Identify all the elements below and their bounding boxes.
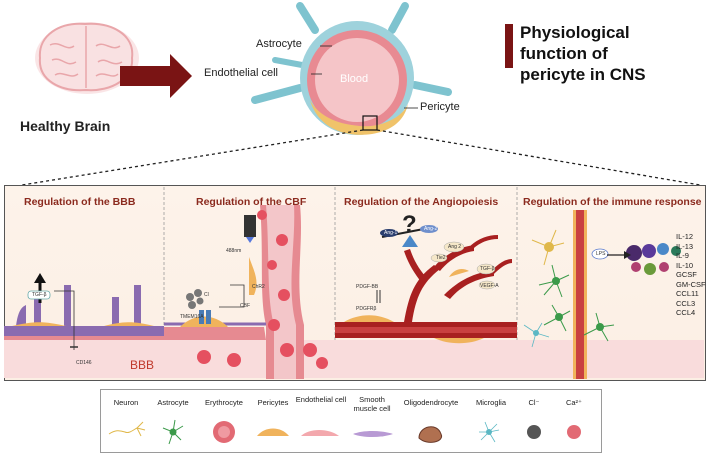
chr2-label: ChR2 <box>252 284 265 290</box>
bbb-label: BBB <box>130 358 155 372</box>
legend-item-smooth-muscle: Smooth muscle cell <box>347 395 397 413</box>
panel-title-angiopoiesis: Regulation of the Angiopoiesis <box>344 196 499 208</box>
cytokine-item: GCSF <box>676 270 697 279</box>
pdgfrb-label: PDGFRβ <box>356 306 377 312</box>
ang1-label: Ang-1 <box>384 230 398 236</box>
endothelial-label: Endothelial cell <box>204 67 278 79</box>
tgf-label: TGF-β <box>32 292 47 298</box>
cytokine-list: IL-12 IL-13 IL-9 IL-10 GCSF GM-CSF CCL11… <box>676 232 706 318</box>
legend-label: Erythrocyte <box>205 398 243 407</box>
legend-label: Ca²⁺ <box>565 398 583 407</box>
cytokine-item: IL-9 <box>676 251 689 260</box>
legend: Neuron Astrocyte Erythrocyte Pericytes E… <box>100 389 602 453</box>
lps-label: LPS <box>596 251 606 257</box>
tgf3-label: TGF-β <box>480 266 495 272</box>
vessel-cross-section <box>251 2 452 135</box>
legend-item-oligodendrocyte: Oligodendrocyte <box>395 398 467 407</box>
panels-illustration: ? <box>4 187 704 379</box>
legend-item-chloride: Cl⁻ <box>519 398 549 407</box>
panel-title-bbb: Regulation of the BBB <box>24 196 136 208</box>
blood-label: Blood <box>340 73 369 85</box>
panel-angio-art: ? <box>335 211 517 344</box>
legend-item-calcium: Ca²⁺ <box>557 398 591 407</box>
panel-bbb-art <box>4 273 164 350</box>
title-line: pericyte in CNS <box>520 65 646 84</box>
microglia-body-icon <box>486 429 492 435</box>
chloride-icon <box>527 425 541 439</box>
pericyte-label: Pericyte <box>420 101 460 113</box>
top-illustration <box>21 2 701 186</box>
brain-label: Healthy Brain <box>20 118 111 134</box>
pericyte-icon <box>257 428 289 436</box>
legend-label: Neuron <box>113 398 139 407</box>
legend-item-endothelial: Endothelial cell <box>295 395 347 404</box>
panel-immune-art <box>523 210 681 379</box>
pdgfb-label: PDGF-BB <box>356 284 379 290</box>
cytokine-item: GM-CSF <box>676 279 706 289</box>
astrocyte-body-icon <box>169 428 177 436</box>
tie2-label: Tie2 <box>436 255 446 261</box>
title-line: Physiological <box>520 23 630 42</box>
cd146-label: CD146 <box>76 360 92 366</box>
cytokine-item: CCL11 <box>676 289 699 298</box>
angb-label: Ang 2 <box>448 244 462 250</box>
oligodendrocyte-icon <box>418 426 443 443</box>
page-title: Physiological function of pericyte in CN… <box>520 22 646 85</box>
panel-title-immune: Regulation of the immune response <box>523 196 702 208</box>
neuron-icon <box>108 421 146 437</box>
cl-label: Cl <box>204 292 209 298</box>
endothelial-icon <box>301 430 339 436</box>
legend-icons <box>108 419 581 445</box>
astrocyte-label: Astrocyte <box>256 38 302 50</box>
legend-label: Cl⁻ <box>528 398 540 407</box>
tmem-label: TMEM16A <box>180 314 204 320</box>
cytokine-item: IL-13 <box>676 241 694 251</box>
legend-label: Endothelial cell <box>295 395 347 404</box>
legend-item-erythrocyte: Erythrocyte <box>197 398 251 407</box>
laser-label: 488nm <box>226 248 242 254</box>
legend-item-pericytes: Pericytes <box>249 398 297 407</box>
legend-item-astrocyte: Astrocyte <box>147 398 199 407</box>
ang2-label: Ang-2 <box>424 226 438 232</box>
title-line: function of <box>520 44 608 63</box>
smooth-muscle-icon <box>353 431 393 437</box>
cytokine-item: CCL4 <box>676 308 696 317</box>
legend-label: Smooth muscle cell <box>353 395 391 413</box>
cbf-label: CBF <box>240 303 250 309</box>
legend-label: Microglia <box>475 398 506 407</box>
panel-cbf-art <box>164 205 328 379</box>
calcium-icon <box>567 425 581 439</box>
svg-text:?: ? <box>402 211 417 238</box>
legend-item-neuron: Neuron <box>101 398 151 407</box>
legend-label: Pericytes <box>257 398 289 407</box>
cytokine-item: IL-10 <box>676 260 694 270</box>
cytokine-item: IL-12 <box>676 232 694 241</box>
cytokine-item: CCL3 <box>676 298 696 308</box>
legend-item-microglia: Microglia <box>463 398 519 407</box>
legend-label: Astrocyte <box>157 398 189 407</box>
erythrocyte-center-icon <box>218 426 230 438</box>
legend-label: Oligodendrocyte <box>403 398 459 407</box>
arrow-icon <box>120 54 192 98</box>
vegf-label: VEGF-A <box>480 283 499 289</box>
brain-icon <box>35 22 139 94</box>
panel-title-cbf: Regulation of the CBF <box>196 196 307 208</box>
